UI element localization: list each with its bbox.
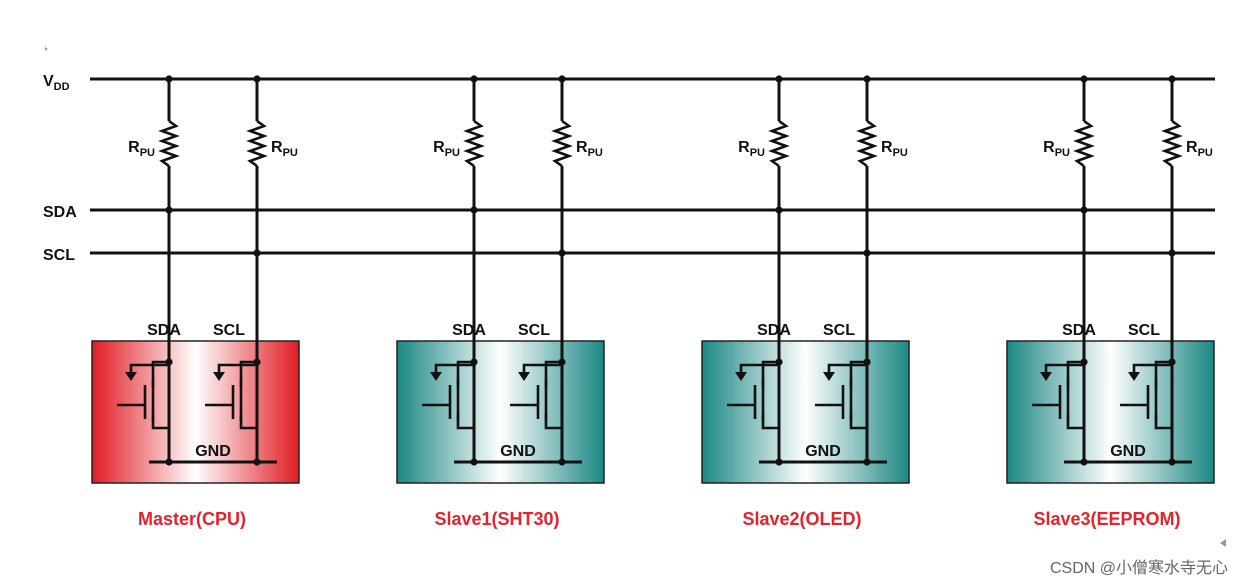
fet-source [1066,414,1084,430]
device-name: Slave3(EEPROM) [1033,509,1180,529]
fet-source [544,414,562,430]
junction-dot [165,206,173,214]
junction-dot [470,206,478,214]
pullup-resistor-icon [768,119,790,168]
input-arrow-icon [518,372,530,381]
fet-drain [544,360,562,387]
gnd-label: GND [1110,443,1146,460]
junction-dot [775,206,783,214]
pin-label-sda: SDA [147,322,181,339]
fet-source [239,414,257,430]
pullup-resistor-icon [246,119,268,168]
pin-label-scl: SCL [1128,322,1160,339]
fet-source [849,414,867,430]
gnd-label: GND [805,443,841,460]
input-lead [1044,363,1084,374]
pullup-resistor-icon [1161,119,1183,168]
corner-mark-icon [45,47,48,51]
resistor-label: RPU [433,139,460,159]
pullup-resistor-icon [856,119,878,168]
junction-dot [1080,75,1088,83]
fet-source [761,414,779,430]
junction-dot [253,75,261,83]
device-name: Slave2(OLED) [742,509,861,529]
junction-dot [253,249,261,257]
input-arrow-icon [430,372,442,381]
device-box [1006,340,1215,484]
pullup-resistor-icon [463,119,485,168]
input-lead [739,363,779,374]
input-arrow-icon [823,372,835,381]
input-lead [522,363,562,374]
fet-drain [761,360,779,387]
pullup-resistor-icon [1073,119,1095,168]
resistor-label: RPU [1043,139,1070,159]
device-box [396,340,605,484]
junction-dot [165,75,173,83]
junction-dot [470,75,478,83]
pullup-resistor-icon [158,119,180,168]
junction-dot [1168,249,1176,257]
junction-dot [1080,206,1088,214]
resistor-label: RPU [271,139,298,159]
device-slave-1: RPU RPU SDA SCL GND Slave1(SHT30) [396,75,605,529]
fet-drain [239,360,257,387]
corner-mark-icon [1220,539,1226,547]
input-arrow-icon [213,372,225,381]
junction-dot [1168,75,1176,83]
junction-dot [558,75,566,83]
input-lead [129,363,169,374]
gnd-label: GND [195,443,231,460]
fet-source [1154,414,1172,430]
watermark: CSDN @小僧寒水寺无心 [1050,558,1228,577]
input-lead [217,363,257,374]
input-lead [434,363,474,374]
resistor-label: RPU [881,139,908,159]
resistor-label: RPU [1186,139,1213,159]
input-arrow-icon [125,372,137,381]
input-lead [1132,363,1172,374]
fet-source [151,414,169,430]
resistor-label: RPU [738,139,765,159]
device-box [91,340,300,484]
junction-dot [775,75,783,83]
fet-drain [849,360,867,387]
pin-label-scl: SCL [518,322,550,339]
scl-rail-label: SCL [43,247,75,264]
junction-dot [863,75,871,83]
fet-drain [456,360,474,387]
vdd-label: VDD [43,73,70,93]
device-master-0: RPU RPU SDA SCL GND Master(CPU) [91,75,300,529]
input-lead [827,363,867,374]
fet-drain [1066,360,1084,387]
sda-rail-label: SDA [43,204,77,221]
pin-label-sda: SDA [1062,322,1096,339]
device-name: Slave1(SHT30) [434,509,559,529]
pin-label-scl: SCL [213,322,245,339]
resistor-label: RPU [128,139,155,159]
device-slave-3: RPU RPU SDA SCL GND Slave3(EEPROM) [1006,75,1215,529]
fet-drain [151,360,169,387]
input-arrow-icon [735,372,747,381]
input-arrow-icon [1128,372,1140,381]
junction-dot [863,249,871,257]
junction-dot [558,249,566,257]
gnd-label: GND [500,443,536,460]
fet-source [456,414,474,430]
device-name: Master(CPU) [138,509,246,529]
device-slave-2: RPU RPU SDA SCL GND Slave2(OLED) [701,75,910,529]
fet-drain [1154,360,1172,387]
pullup-resistor-icon [551,119,573,168]
input-arrow-icon [1040,372,1052,381]
pin-label-sda: SDA [757,322,791,339]
pin-label-scl: SCL [823,322,855,339]
pin-label-sda: SDA [452,322,486,339]
device-box [701,340,910,484]
resistor-label: RPU [576,139,603,159]
